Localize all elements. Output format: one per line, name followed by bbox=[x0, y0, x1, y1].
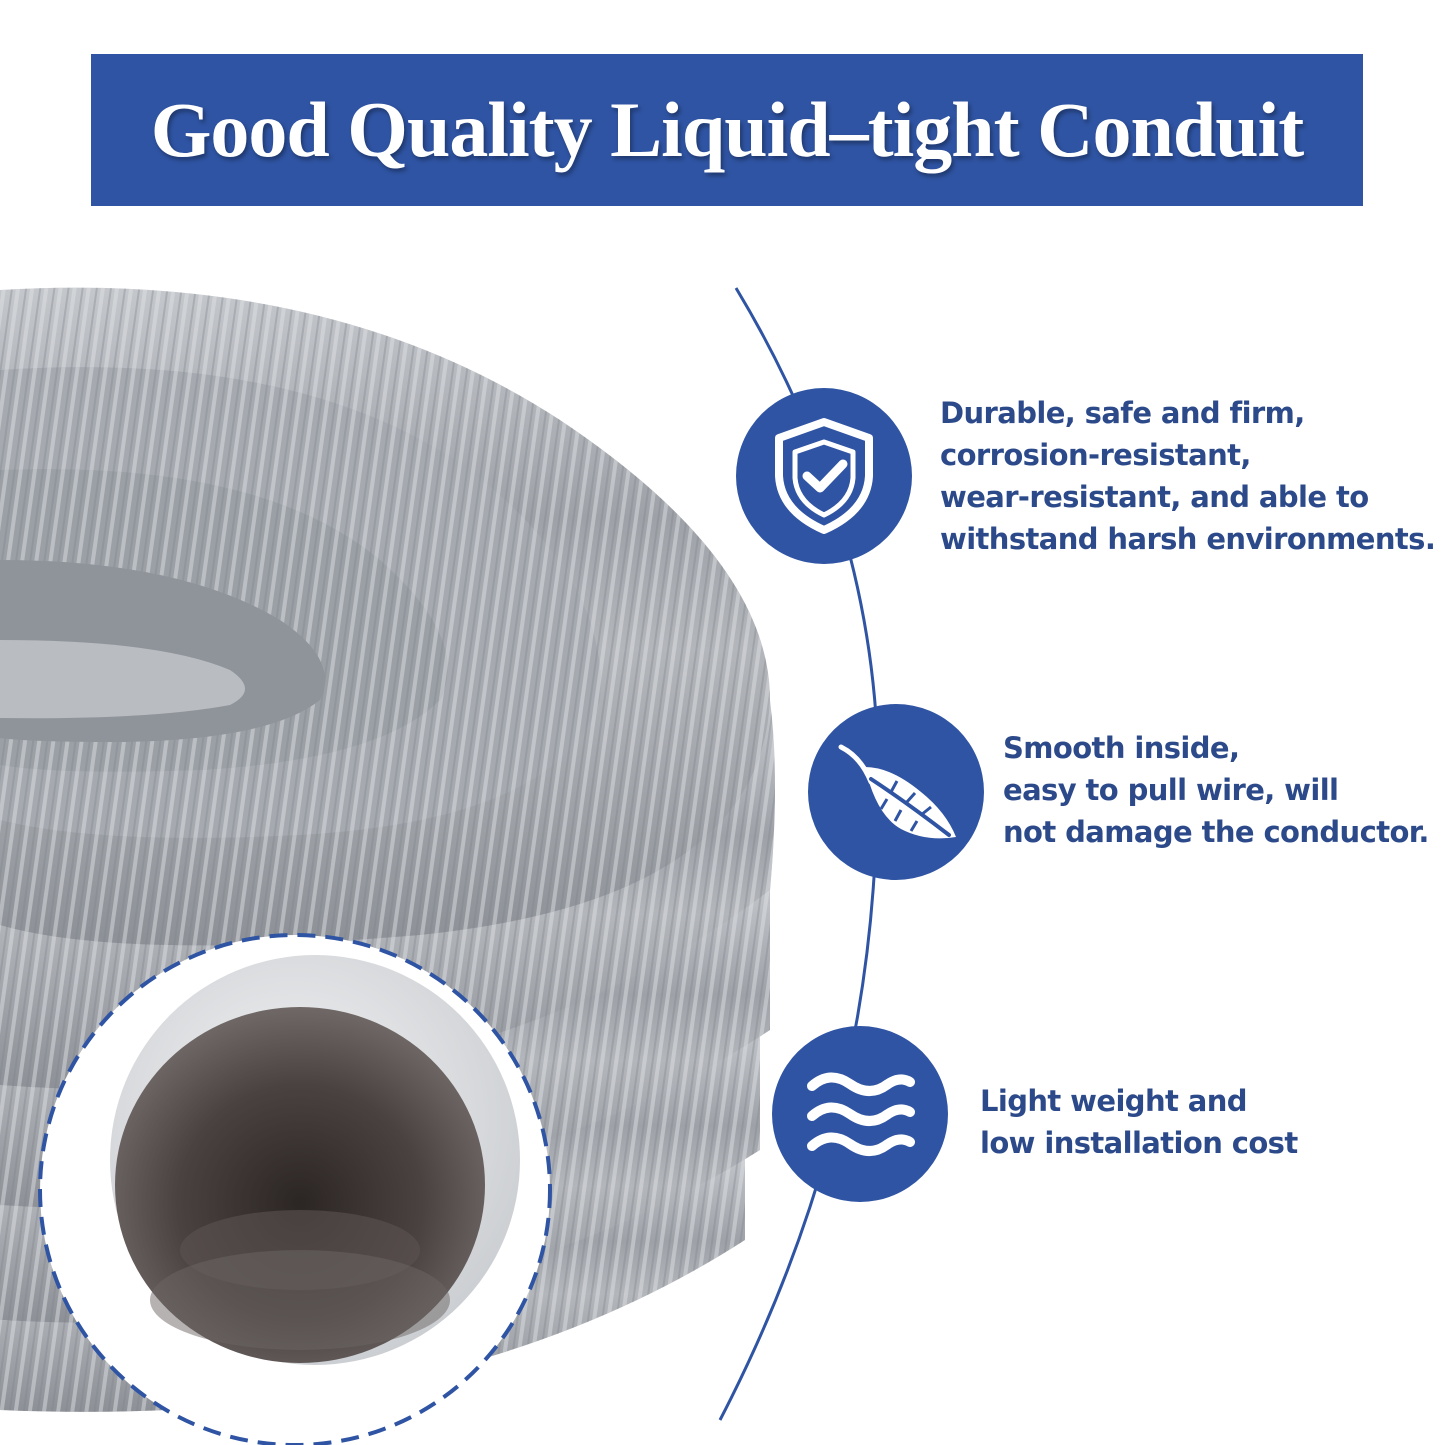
conduit-coil-image bbox=[0, 287, 775, 1445]
feature-line: Durable, safe and firm, bbox=[940, 396, 1305, 430]
feature-line: wear-resistant, and able to bbox=[940, 480, 1369, 514]
feather-icon bbox=[838, 744, 956, 839]
feature-line: not damage the conductor. bbox=[1003, 815, 1429, 849]
feature-badge-smooth bbox=[808, 704, 984, 880]
feature-line: withstand harsh environments. bbox=[940, 522, 1436, 556]
feature-line: Smooth inside, bbox=[1003, 731, 1240, 765]
feature-line: Light weight and bbox=[980, 1084, 1248, 1118]
feature-line: corrosion-resistant, bbox=[940, 438, 1251, 472]
feature-text-lightweight: Light weight and low installation cost bbox=[980, 1080, 1298, 1164]
feature-line: low installation cost bbox=[980, 1126, 1298, 1160]
feature-line: easy to pull wire, will bbox=[1003, 773, 1339, 807]
feature-badge-durable bbox=[736, 388, 912, 564]
feature-text-smooth: Smooth inside, easy to pull wire, will n… bbox=[1003, 727, 1429, 853]
feature-badge-lightweight bbox=[772, 1026, 948, 1202]
page-title: Good Quality Liquid–tight Conduit bbox=[150, 86, 1305, 173]
waves-icon bbox=[807, 1072, 915, 1156]
title-banner: Good Quality Liquid–tight Conduit bbox=[91, 54, 1363, 206]
shield-check-icon bbox=[775, 418, 873, 534]
feature-text-durable: Durable, safe and firm, corrosion-resist… bbox=[940, 392, 1436, 560]
